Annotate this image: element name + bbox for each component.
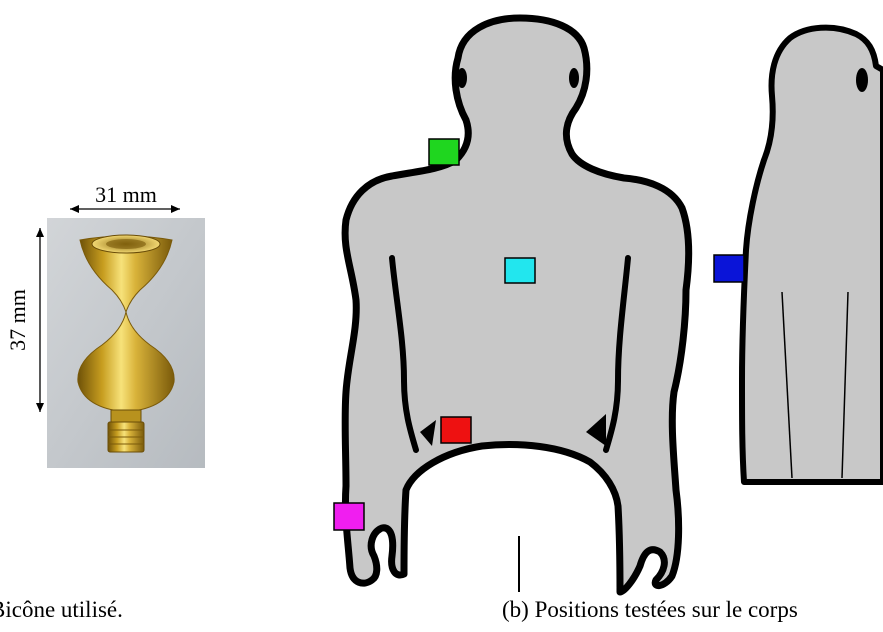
marker-green (429, 139, 459, 165)
width-label: 31 mm (95, 182, 157, 207)
body-side-silhouette (742, 28, 883, 482)
caption-a: Bicône utilisé. (0, 596, 123, 624)
bicone-panel: 31 mm 37 mm (5, 182, 205, 468)
height-label: 37 mm (5, 289, 30, 351)
width-dimension: 31 mm (70, 182, 180, 213)
body-front-silhouette (345, 18, 689, 592)
marker-magenta (334, 503, 364, 530)
height-dimension: 37 mm (5, 228, 44, 412)
body-side-outline (742, 28, 883, 482)
marker-red (441, 417, 471, 443)
caption-b: (b) Positions testées sur le corps (502, 596, 883, 624)
marker-blue (714, 255, 744, 282)
marker-cyan (505, 258, 535, 283)
